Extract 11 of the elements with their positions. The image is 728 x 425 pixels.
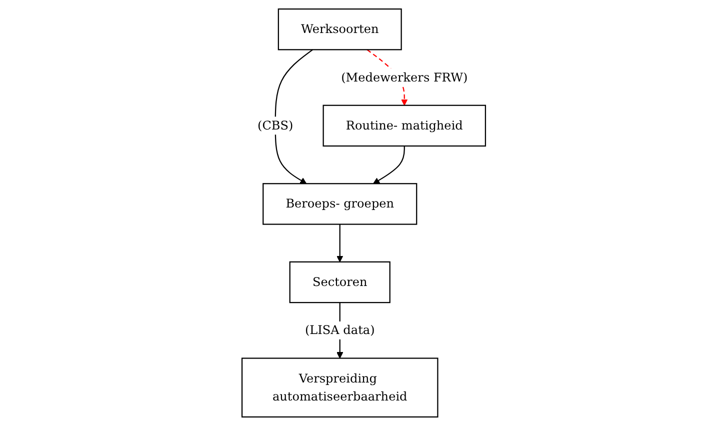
process-box: Beroeps- groepen [262,182,418,224]
arrow [373,146,406,184]
edge-label: (LISA data) [305,320,376,339]
edge-label: (CBS) [258,116,294,134]
process-box: Werksoorten [278,8,402,50]
process-box: Sectoren [290,260,391,303]
edge-label: (Medewerkers FRW) [341,68,468,86]
process-box: Routine- matigheid [323,104,486,146]
arrow [275,48,314,184]
process-box: Verspreiding automatiseerbaarheid [242,357,439,418]
arrow [336,224,344,262]
